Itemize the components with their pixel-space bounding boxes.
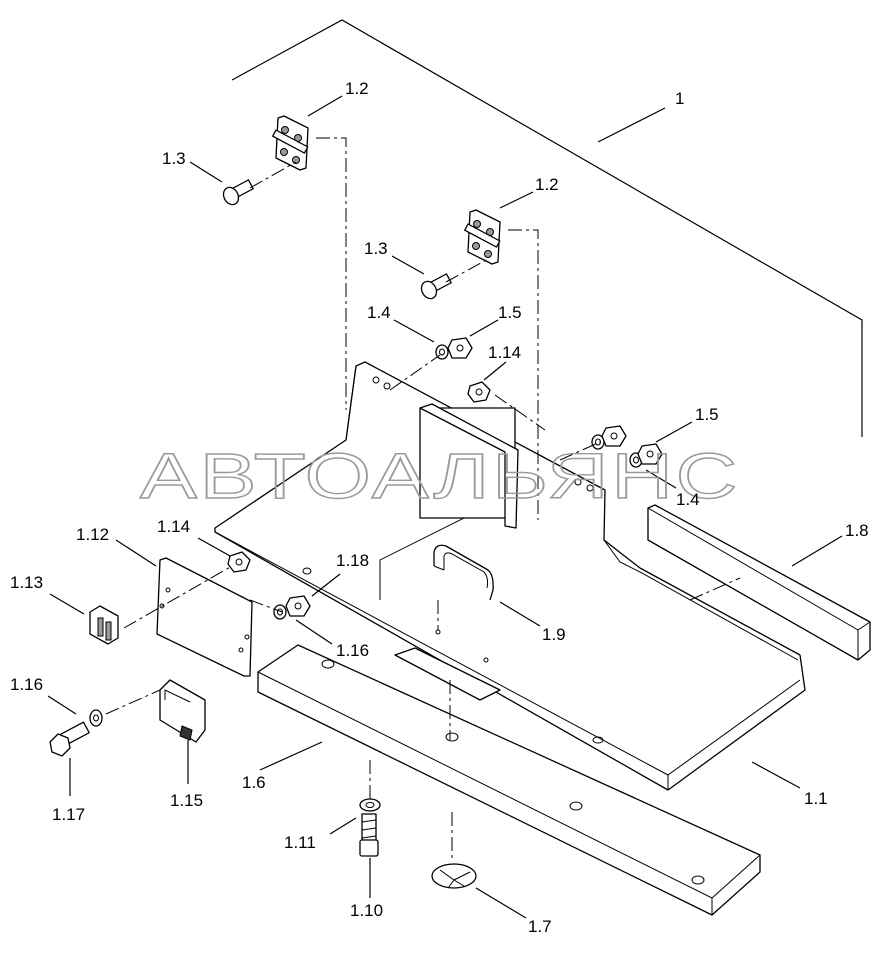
- callout-1-2-lower: 1.2: [535, 175, 559, 194]
- screw-lower: [420, 273, 452, 300]
- hinge-lower: [464, 209, 501, 265]
- square-bar: [647, 504, 871, 661]
- latch: [159, 679, 206, 743]
- callout-1-16-center: 1.16: [336, 641, 369, 660]
- callout-1-8: 1.8: [845, 521, 869, 540]
- callout-1-13: 1.13: [10, 573, 43, 592]
- bolt: [49, 721, 90, 757]
- callout-1-14-upper: 1.14: [488, 343, 521, 362]
- callout-1-15: 1.15: [170, 791, 203, 810]
- callout-1-16-left: 1.16: [10, 675, 43, 694]
- callout-1-4-right: 1.4: [676, 490, 700, 509]
- callout-1-18: 1.18: [336, 551, 369, 570]
- assembly-bracket: [231, 19, 863, 437]
- callout-1-3-lower: 1.3: [364, 239, 388, 258]
- callout-1-1: 1.1: [804, 789, 828, 808]
- small-hinge: [89, 605, 119, 645]
- leader-lines: [47, 95, 843, 919]
- watermark: АВТОАЛЬЯНС: [140, 440, 740, 512]
- callout-labels: 1 1.1 1.2 1.2 1.3 1.3 1.4 1.4 1.5 1.5 1.…: [10, 79, 869, 936]
- assembly-centre-lines: [105, 137, 741, 862]
- callout-1-17: 1.17: [52, 805, 85, 824]
- side-plate: [156, 557, 253, 677]
- callout-1-5-right: 1.5: [695, 405, 719, 424]
- main-plate: [214, 361, 806, 791]
- screw-upper: [222, 179, 254, 206]
- callout-1-11: 1.11: [284, 833, 316, 852]
- callout-1-10: 1.10: [350, 901, 383, 920]
- callout-1-6: 1.6: [242, 773, 266, 792]
- hinge-upper: [272, 115, 309, 171]
- callout-1-12: 1.12: [76, 525, 109, 544]
- cap-screw: [359, 813, 379, 857]
- callout-1-5-upper: 1.5: [498, 303, 522, 322]
- washers-and-nuts: [89, 337, 663, 812]
- callout-1: 1: [675, 89, 684, 108]
- handle: [433, 544, 494, 601]
- callout-1-3-upper: 1.3: [162, 149, 186, 168]
- rubber-foot: [431, 863, 477, 889]
- callout-1-7: 1.7: [528, 917, 552, 936]
- callout-1-14-left: 1.14: [157, 517, 190, 536]
- callout-1-4-upper: 1.4: [367, 303, 391, 322]
- base-board: [257, 644, 761, 916]
- callout-1-9: 1.9: [542, 625, 566, 644]
- callout-1-2-upper: 1.2: [345, 79, 369, 98]
